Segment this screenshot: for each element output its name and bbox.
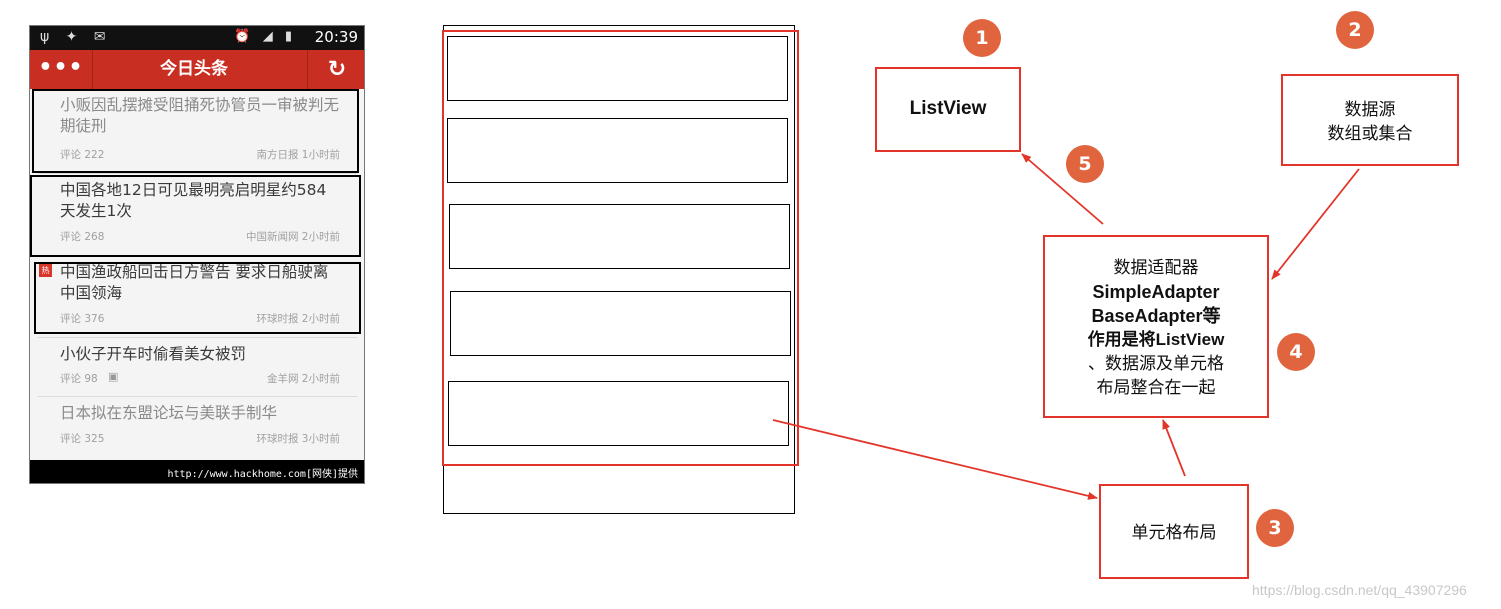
step-4-badge: 4 [1277,333,1315,371]
news-list-item[interactable]: 小贩因乱摆摊受阻捅死协管员一审被判无期徒刑 评论 222 南方日报 1小时前 [30,89,364,174]
comment-count: 评论 98 [60,373,98,385]
cell-layout-box: 单元格布局 [1099,484,1249,579]
comment-count: 评论 376 [60,313,105,325]
status-time: 20:39 [314,28,358,46]
news-source: 环球时报 3小时前 [256,433,340,445]
divider [38,337,358,338]
hot-badge: 热 [39,264,52,277]
cell-layout-label: 单元格布局 [1131,523,1217,543]
news-headline: 中国渔政船回击日方警告 要求日船驶离中国领海 [60,263,329,302]
wireframe-cell [449,204,790,269]
adapter-line: 、数据源及单元格 [1088,354,1224,374]
news-headline: 日本拟在东盟论坛与美联手制华 [60,404,278,422]
adapter-line: 布局整合在一起 [1096,378,1216,398]
refresh-icon[interactable]: ↻ [307,50,364,89]
arrow-datasource-to-adapter [1271,168,1360,280]
cell-outline [32,89,359,173]
step-5-badge: 5 [1066,145,1104,183]
more-menu-icon[interactable]: ••• [30,50,93,89]
app-title-bar: ••• 今日头条 ↻ [30,50,364,89]
news-list-item[interactable]: 热 中国渔政船回击日方警告 要求日船驶离中国领海 评论 376 环球时报 2小时… [30,256,364,338]
datasource-line: 数据源 [1344,100,1396,120]
cell-outline [34,262,361,334]
news-source: 环球时报 2小时前 [256,313,340,325]
listview-label: ListView [909,98,987,119]
listview-visible-area [442,30,799,466]
datasource-box: 数据源 数组或集合 [1281,74,1459,166]
step-1-badge: 1 [963,19,1001,57]
wireframe-cell [450,291,791,356]
comment-count: 评论 325 [60,433,105,445]
news-source: 中国新闻网 2小时前 [245,231,340,243]
divider [38,396,358,397]
notification-icons: ψ ✦ ✉ [40,29,112,45]
status-bar: ψ ✦ ✉ ⏰ ◢ ▮ 20:39 [30,26,364,50]
adapter-line: 作用是将ListView [1087,330,1225,349]
cell-outline [30,175,361,257]
arrow-adapter-to-listview [1021,153,1104,225]
adapter-line: BaseAdapter等 [1091,306,1221,326]
comment-count: 评论 222 [60,149,105,161]
step-3-badge: 3 [1256,509,1294,547]
phone-screenshot: ψ ✦ ✉ ⏰ ◢ ▮ 20:39 ••• 今日头条 ↻ 小贩因乱摆摊受阻捅死协… [29,25,365,484]
signal-battery-icon: ⏰ ◢ ▮ [234,29,296,44]
news-source: 南方日报 1小时前 [256,149,340,161]
adapter-line: SimpleAdapter [1092,282,1220,302]
arrow-layout-to-adapter [1162,419,1186,477]
image-icon: ▣ [108,370,119,383]
news-headline: 小伙子开车时偷看美女被罚 [60,345,247,363]
listview-box: ListView [875,67,1021,152]
adapter-box: 数据适配器 SimpleAdapter BaseAdapter等 作用是将Lis… [1043,235,1269,418]
app-title: 今日头条 [160,59,228,79]
news-list-item[interactable]: 小伙子开车时偷看美女被罚 评论 98 ▣ 金羊网 2小时前 [30,338,364,397]
wireframe-cell [448,381,789,446]
watermark: https://blog.csdn.net/qq_43907296 [1252,582,1467,598]
news-headline: 中国各地12日可见最明亮启明星约584天发生1次 [60,181,327,220]
comment-count: 评论 268 [60,231,105,243]
divider [38,173,358,174]
news-list-item[interactable]: 中国各地12日可见最明亮启明星约584天发生1次 评论 268 中国新闻网 2小… [30,174,364,256]
datasource-line: 数组或集合 [1327,124,1413,144]
news-headline: 小贩因乱摆摊受阻捅死协管员一审被判无期徒刑 [60,96,340,135]
step-2-badge: 2 [1336,11,1374,49]
wireframe-cell [447,118,788,183]
arrow-cell-to-layout [772,419,1098,500]
adapter-line: 数据适配器 [1113,258,1199,278]
news-source: 金羊网 2小时前 [266,373,340,385]
phone-footer: http://www.hackhome.com[网侠]提供 [30,460,364,483]
news-list-item[interactable]: 日本拟在东盟论坛与美联手制华 评论 325 环球时报 3小时前 [30,397,364,460]
wireframe-cell [447,36,788,101]
footer-credit: http://www.hackhome.com[网侠]提供 [167,469,358,480]
